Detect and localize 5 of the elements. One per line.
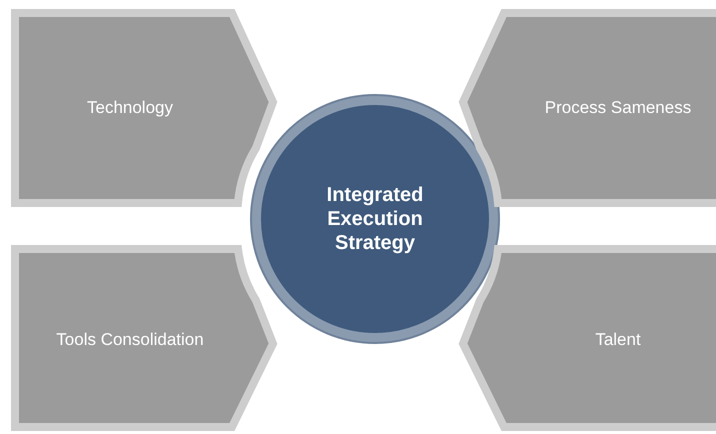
node-label: Talent — [594, 330, 642, 350]
node-label: Integrated Execution Strategy — [326, 183, 424, 255]
node-label: Tools Consolidation — [55, 330, 205, 350]
node-label: Technology — [86, 98, 174, 118]
node-label: Process Sameness — [544, 98, 692, 118]
